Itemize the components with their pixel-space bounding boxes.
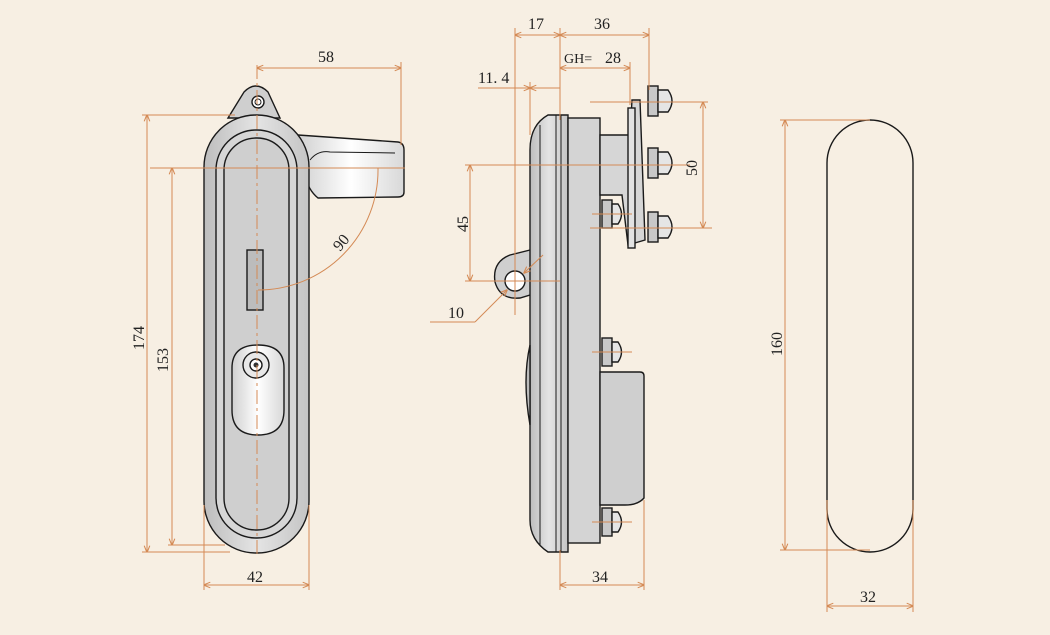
dim-front-overall-height: 174: [131, 326, 148, 350]
dim-cutout-width: 32: [860, 589, 876, 606]
side-body: [529, 114, 569, 553]
dim-side-grip-label: GH=: [564, 52, 592, 67]
side-lower-box: [599, 371, 645, 506]
dim-side-grip-value: 28: [605, 50, 621, 67]
dim-front-hole-spacing: 153: [155, 348, 172, 372]
side-view: [493, 85, 712, 553]
cutout-view: [826, 119, 914, 553]
front-lug-hole: [251, 95, 265, 109]
dim-side-small-offset: 11. 4: [478, 70, 509, 87]
side-bolt-top: [647, 85, 673, 117]
dim-side-lug-height: 45: [455, 216, 472, 232]
dim-side-lug-hole: 10: [448, 305, 464, 322]
dim-side-latch-spacing: 50: [684, 160, 701, 176]
dim-side-body-depth: 34: [592, 569, 608, 586]
front-slot: [246, 249, 264, 311]
panel-cutout: [826, 119, 914, 553]
side-bolt-mid: [647, 147, 673, 179]
dim-side-rod-offset: 36: [594, 16, 610, 33]
side-dimensions: 17 36 GH= 28 11. 4 45 10 50 34: [430, 16, 703, 590]
dim-side-flange-offset: 17: [528, 16, 544, 33]
dim-front-width: 42: [247, 569, 263, 586]
front-handle-arm: [297, 134, 405, 199]
side-bolt-low: [647, 211, 673, 243]
dim-front-handle-reach: 58: [318, 49, 334, 66]
front-view: [150, 65, 405, 555]
dim-rotation-angle: 90: [330, 231, 353, 254]
side-rear-plate: [567, 117, 601, 544]
cutout-dimensions: 160 32: [769, 120, 913, 612]
dim-cutout-height: 160: [769, 332, 786, 356]
